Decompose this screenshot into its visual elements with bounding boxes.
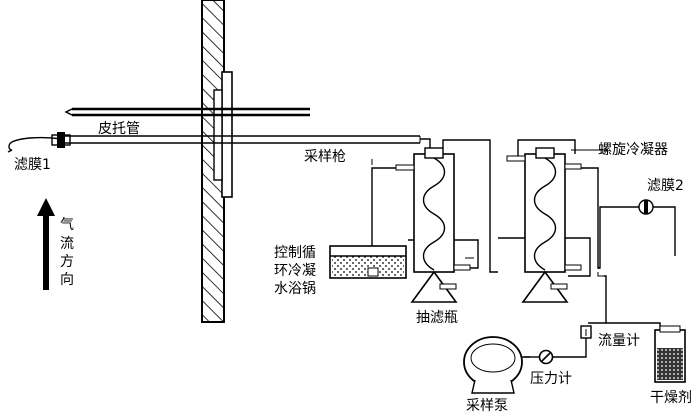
duct-wall (201, 0, 233, 323)
sampling-gun (7, 135, 421, 153)
label-pitot-tube: 皮托管 (98, 121, 140, 137)
filter-1 (51, 132, 71, 148)
condenser-1 (395, 147, 471, 303)
label-sampling-pump: 采样泵 (466, 398, 508, 414)
label-filter-2: 滤膜2 (647, 178, 684, 194)
pitot-tube (64, 107, 310, 117)
condenser-2 (506, 147, 582, 303)
label-spiral-condenser: 螺旋冷凝器 (598, 142, 668, 158)
flowmeter (580, 325, 592, 339)
desiccant-bottle (654, 325, 686, 383)
label-filter-1: 滤膜1 (14, 157, 51, 173)
water-bath (329, 245, 407, 279)
label-suction-flask: 抽滤瓶 (416, 310, 458, 326)
label-airflow-3: 方 (60, 254, 74, 270)
label-flowmeter: 流量计 (598, 333, 640, 349)
label-pressure-gauge: 压力计 (530, 371, 572, 387)
leader-lines (371, 149, 608, 165)
label-bath-1: 控制循 (274, 245, 316, 261)
airflow-arrow (37, 198, 55, 290)
label-airflow-2: 流 (60, 236, 74, 252)
label-airflow-4: 向 (60, 272, 74, 288)
label-desiccant: 干燥剂 (650, 390, 692, 406)
label-sampling-gun: 采样枪 (304, 148, 346, 165)
sampling-pump (463, 336, 530, 394)
label-bath-3: 水浴锅 (274, 281, 316, 297)
filter-2 (638, 199, 654, 215)
label-bath-2: 环冷凝 (274, 263, 316, 279)
pressure-gauge (538, 349, 554, 365)
label-airflow-1: 气 (60, 217, 74, 233)
